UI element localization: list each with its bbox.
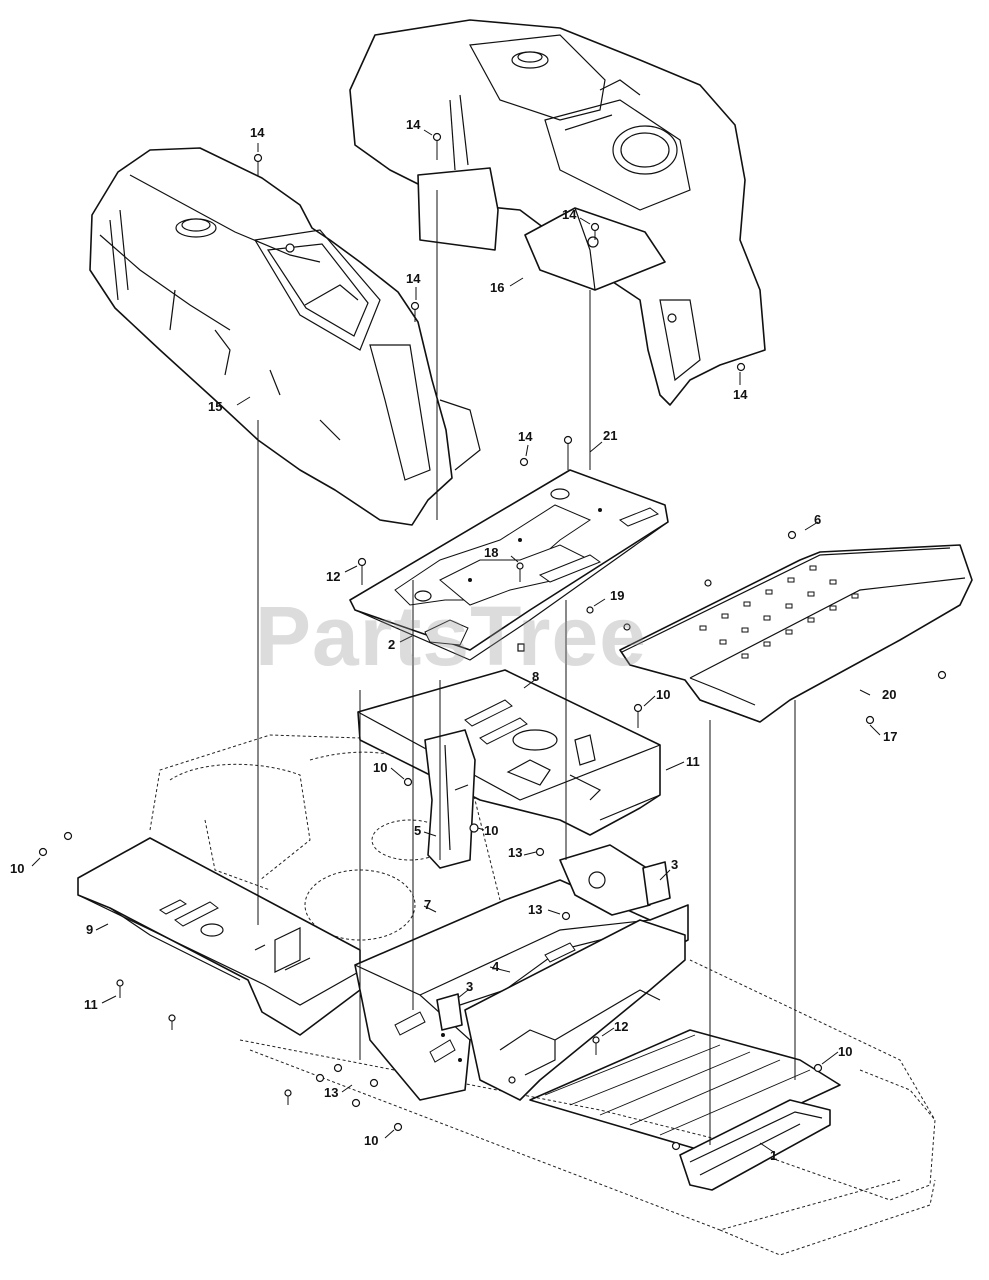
bolt-icon bbox=[469, 823, 479, 833]
bolt-icon bbox=[590, 222, 600, 240]
bolt-icon bbox=[168, 1014, 176, 1030]
callout-19[interactable]: 19 bbox=[610, 588, 625, 603]
callout-14[interactable]: 14 bbox=[406, 271, 421, 286]
watermark: PartsTree bbox=[255, 589, 647, 683]
nut-icon bbox=[517, 643, 525, 652]
callout-18[interactable]: 18 bbox=[484, 545, 499, 560]
bolt-icon bbox=[508, 1076, 516, 1084]
pivot-bracket-left bbox=[436, 993, 463, 1031]
callout-10[interactable]: 10 bbox=[484, 823, 499, 838]
callout-10[interactable]: 10 bbox=[373, 760, 388, 775]
bolt-icon bbox=[592, 1036, 600, 1055]
bolt-icon bbox=[586, 606, 594, 614]
callout-2[interactable]: 2 bbox=[388, 637, 396, 652]
callout-13[interactable]: 13 bbox=[324, 1085, 339, 1100]
callout-6[interactable]: 6 bbox=[814, 512, 822, 527]
bolt-icon bbox=[633, 703, 643, 728]
center-box-8 bbox=[357, 669, 661, 836]
bolt-icon bbox=[561, 911, 571, 921]
assembly-lines bbox=[257, 190, 796, 1145]
bolt-icon bbox=[369, 1078, 379, 1088]
callout-13[interactable]: 13 bbox=[528, 902, 543, 917]
fender-shell-left bbox=[89, 147, 481, 526]
callout-8[interactable]: 8 bbox=[532, 669, 540, 684]
bolt-icon bbox=[333, 1063, 343, 1073]
bolt-icon bbox=[736, 362, 746, 372]
bolt-icon bbox=[284, 1089, 292, 1105]
support-bracket-5 bbox=[424, 729, 476, 869]
bolt-icon bbox=[403, 777, 413, 787]
bolt-icon bbox=[315, 1073, 325, 1083]
callout-4[interactable]: 4 bbox=[492, 959, 500, 974]
floor-plate bbox=[529, 1029, 841, 1151]
bolt-icon bbox=[519, 457, 529, 467]
callout-10[interactable]: 10 bbox=[838, 1044, 853, 1059]
bolt-icon bbox=[671, 1141, 681, 1151]
callout-14[interactable]: 14 bbox=[406, 117, 421, 132]
callout-11[interactable]: 11 bbox=[84, 997, 98, 1012]
callout-20[interactable]: 20 bbox=[882, 687, 897, 702]
fasteners bbox=[38, 132, 947, 1151]
fender-shell-right bbox=[349, 19, 766, 406]
bolt-icon bbox=[563, 435, 573, 470]
bolt-icon bbox=[432, 132, 442, 160]
callout-14[interactable]: 14 bbox=[733, 387, 748, 402]
hood-bracket-16 bbox=[417, 167, 666, 291]
callout-10[interactable]: 10 bbox=[656, 687, 671, 702]
callout-1[interactable]: 1 bbox=[770, 1148, 778, 1163]
callout-3[interactable]: 3 bbox=[466, 979, 474, 994]
bolt-icon bbox=[38, 847, 48, 857]
bolt-icon bbox=[865, 715, 875, 725]
base-frame-outline bbox=[149, 734, 936, 1256]
callout-17[interactable]: 17 bbox=[883, 729, 898, 744]
bolt-icon bbox=[516, 562, 524, 582]
callout-leaders bbox=[31, 129, 881, 1154]
callout-13[interactable]: 13 bbox=[508, 845, 523, 860]
callout-7[interactable]: 7 bbox=[424, 897, 432, 912]
callout-15[interactable]: 15 bbox=[208, 399, 223, 414]
bolt-icon bbox=[410, 301, 420, 322]
bolt-icon bbox=[623, 623, 631, 631]
bolt-icon bbox=[351, 1098, 361, 1108]
rail-1 bbox=[679, 1099, 831, 1191]
callout-11[interactable]: 11 bbox=[686, 754, 700, 769]
callout-21[interactable]: 21 bbox=[603, 428, 618, 443]
bolt-icon bbox=[63, 831, 73, 841]
bolt-icon bbox=[116, 979, 124, 998]
bolt-icon bbox=[787, 530, 797, 540]
tunnel-4 bbox=[464, 919, 686, 1101]
callout-10[interactable]: 10 bbox=[10, 861, 25, 876]
running-board-20 bbox=[619, 544, 973, 723]
bolt-icon bbox=[357, 557, 367, 585]
callout-14[interactable]: 14 bbox=[518, 429, 533, 444]
callout-5[interactable]: 5 bbox=[414, 823, 422, 838]
callout-12[interactable]: 12 bbox=[614, 1019, 629, 1034]
running-board-cleats bbox=[699, 565, 859, 659]
bolt-icon bbox=[937, 670, 947, 680]
side-panel-9 bbox=[77, 837, 363, 1036]
callout-14[interactable]: 14 bbox=[250, 125, 265, 140]
bolt-icon bbox=[813, 1063, 823, 1073]
bolt-icon bbox=[393, 1122, 403, 1132]
callout-3[interactable]: 3 bbox=[671, 857, 679, 872]
callout-14[interactable]: 14 bbox=[562, 207, 577, 222]
callout-16[interactable]: 16 bbox=[490, 280, 505, 295]
bolt-icon bbox=[704, 579, 712, 587]
bolt-icon bbox=[535, 847, 545, 857]
bolt-icon bbox=[253, 153, 263, 176]
callout-10[interactable]: 10 bbox=[364, 1133, 379, 1148]
callout-9[interactable]: 9 bbox=[86, 922, 94, 937]
callout-12[interactable]: 12 bbox=[326, 569, 341, 584]
pivot-bracket-right bbox=[559, 844, 671, 916]
mounting-plate-21 bbox=[349, 469, 669, 661]
